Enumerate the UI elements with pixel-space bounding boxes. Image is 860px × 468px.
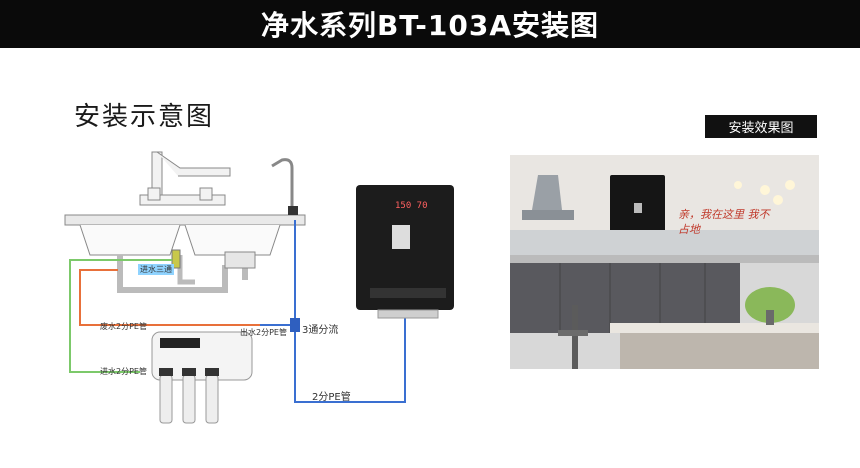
label-tee: 3通分流 — [302, 325, 339, 336]
section-title: 安装示意图 — [74, 102, 215, 132]
installation-photo: 亲，我在这里 我不占地 — [510, 155, 819, 369]
label-pe-pipe: 2分PE管 — [312, 392, 351, 403]
header-bar: 净水系列BT-103A安装图 — [0, 0, 860, 48]
label-outlet-pipe: 出水2分PE管 — [240, 328, 287, 337]
label-inlet-pipe: 进水2分PE管 — [100, 367, 147, 376]
installation-diagram: 150 70 进水三通 废水2分PE管 出水2分PE管 进水2分PE管 3通分流… — [60, 140, 480, 455]
photo-caption: 亲，我在这里 我不占地 — [678, 208, 770, 236]
result-label: 安装效果图 — [705, 115, 817, 138]
label-waste-pipe: 废水2分PE管 — [100, 322, 147, 331]
label-inlet-valve: 进水三通 — [138, 264, 174, 275]
dispenser-display: 150 70 — [395, 201, 428, 211]
page-title: 净水系列BT-103A安装图 — [260, 9, 600, 42]
